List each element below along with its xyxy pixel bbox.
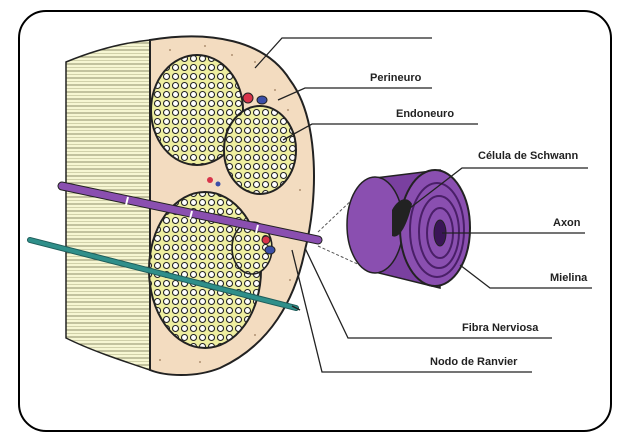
leader-top bbox=[255, 38, 432, 68]
blood-vessel-red-lower bbox=[262, 236, 270, 244]
label-axon: Axon bbox=[553, 217, 581, 229]
label-celula-schwann: Célula de Schwann bbox=[478, 150, 578, 162]
blood-vessel-red bbox=[243, 93, 253, 103]
label-mielina: Mielina bbox=[550, 272, 587, 284]
label-nodo-ranvier: Nodo de Ranvier bbox=[430, 356, 517, 368]
blood-vessel-blue-lower bbox=[265, 246, 275, 254]
label-endoneuro: Endoneuro bbox=[396, 108, 454, 120]
fascicle-right bbox=[224, 106, 296, 194]
label-perineuro: Perineuro bbox=[370, 72, 421, 84]
blood-vessel-blue-small bbox=[216, 182, 221, 187]
myelin-roll bbox=[347, 170, 470, 288]
blood-vessel-blue bbox=[257, 96, 267, 104]
blood-vessel-red-small bbox=[207, 177, 213, 183]
label-fibra-nerviosa: Fibra Nerviosa bbox=[462, 322, 538, 334]
